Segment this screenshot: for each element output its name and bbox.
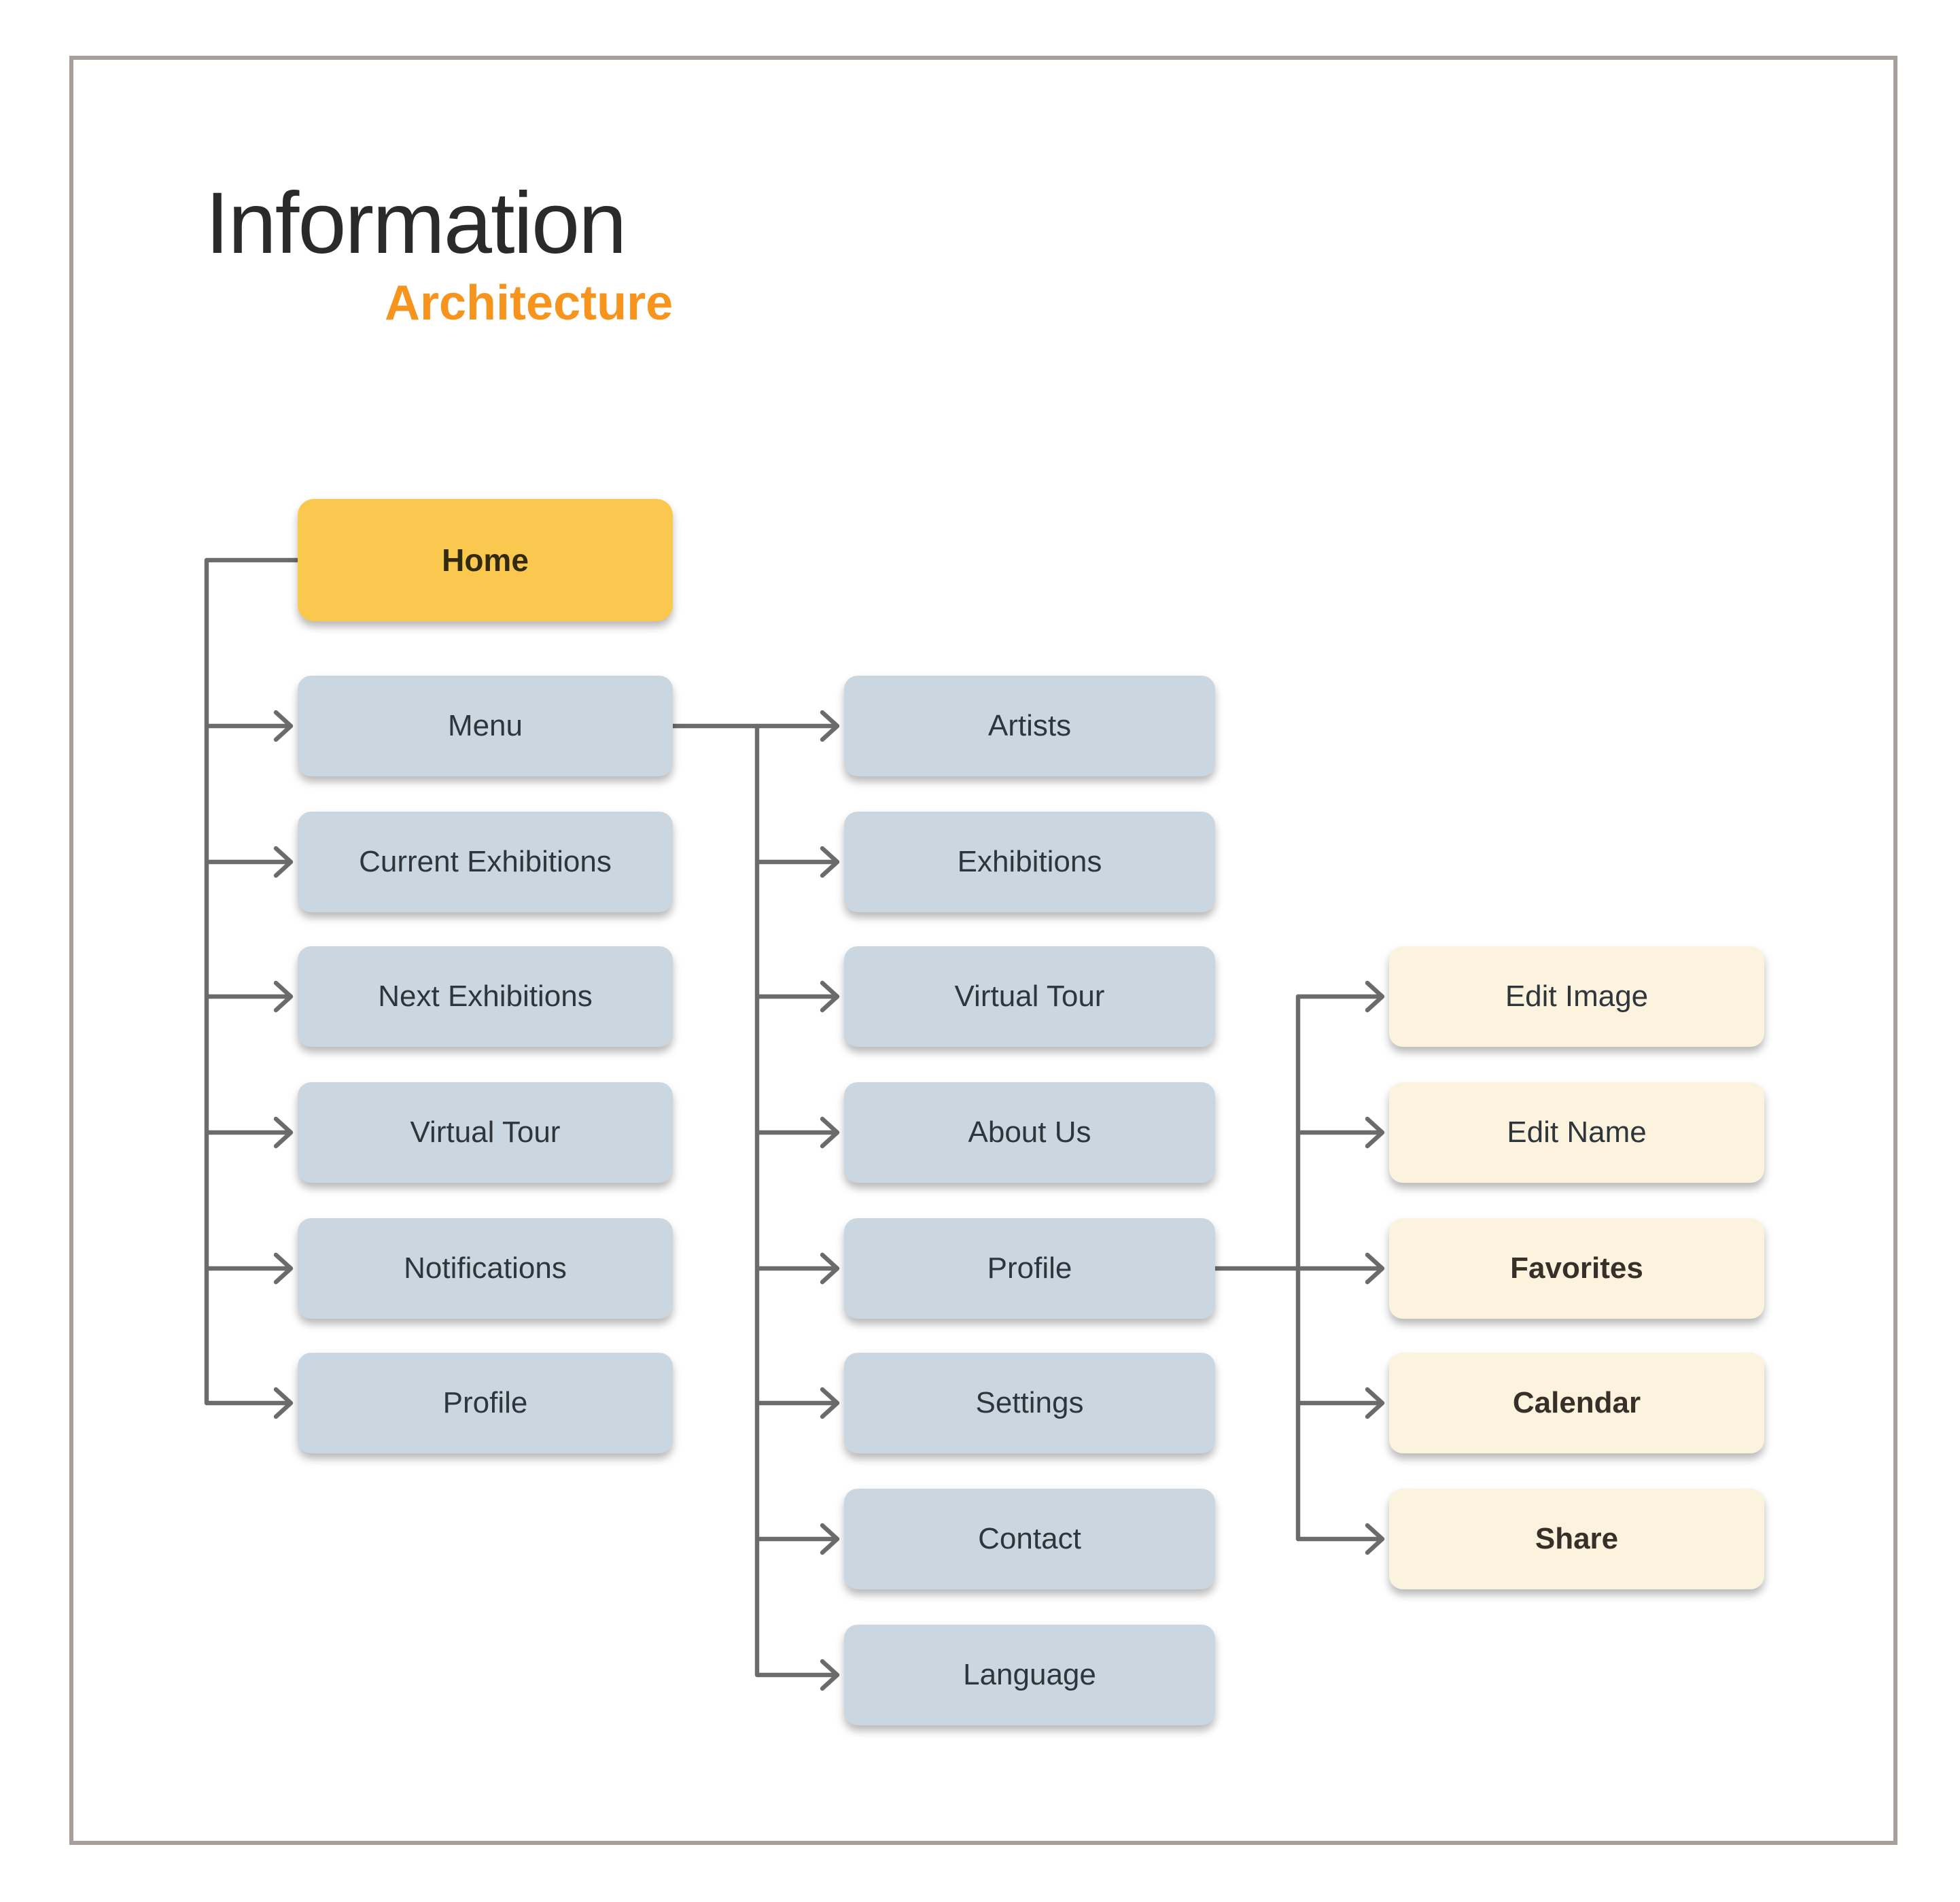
arrowhead-icon bbox=[820, 1659, 840, 1691]
node-label: Edit Image bbox=[1505, 979, 1649, 1013]
node-edit-image: Edit Image bbox=[1389, 946, 1764, 1047]
node-label: Exhibitions bbox=[957, 844, 1102, 878]
arrowhead-icon bbox=[1365, 1387, 1385, 1419]
node-share: Share bbox=[1389, 1489, 1764, 1589]
node-label: Menu bbox=[447, 708, 523, 742]
node-label: Calendar bbox=[1512, 1385, 1641, 1419]
node-label: Settings bbox=[975, 1385, 1084, 1419]
page-title: Information bbox=[205, 174, 627, 272]
node-edit-name: Edit Name bbox=[1389, 1082, 1764, 1183]
arrowhead-icon bbox=[820, 710, 840, 742]
arrowhead-icon bbox=[1365, 1252, 1385, 1285]
node-label: Contact bbox=[978, 1521, 1081, 1555]
node-label: Virtual Tour bbox=[410, 1115, 561, 1149]
node-label: Profile bbox=[442, 1385, 528, 1419]
node-current-exhibitions: Current Exhibitions bbox=[298, 812, 673, 912]
node-contact: Contact bbox=[844, 1489, 1215, 1589]
node-label: Next Exhibitions bbox=[378, 979, 593, 1013]
node-label: About Us bbox=[968, 1115, 1091, 1149]
node-label: Artists bbox=[987, 708, 1072, 742]
arrowhead-icon bbox=[1365, 980, 1385, 1013]
node-label: Home bbox=[442, 542, 529, 577]
node-label: Current Exhibitions bbox=[359, 844, 612, 878]
outer-border bbox=[69, 56, 1897, 1845]
edges-profile-to-level3 bbox=[1212, 980, 1385, 1555]
edges-home-to-level1 bbox=[204, 557, 300, 1419]
arrowhead-icon bbox=[1365, 1116, 1385, 1149]
node-menu: Menu bbox=[298, 676, 673, 776]
node-notifications: Notifications bbox=[298, 1218, 673, 1319]
arrowhead-icon bbox=[820, 1523, 840, 1555]
arrowhead-icon bbox=[820, 1252, 840, 1285]
arrowhead-icon bbox=[820, 1116, 840, 1149]
edges-menu-to-level2 bbox=[670, 710, 840, 1691]
node-label: Share bbox=[1535, 1521, 1619, 1555]
node-profile-level1: Profile bbox=[298, 1353, 673, 1453]
arrowhead-icon bbox=[273, 1116, 294, 1149]
arrowhead-icon bbox=[1365, 1523, 1385, 1555]
arrowhead-icon bbox=[273, 1252, 294, 1285]
arrowhead-icon bbox=[273, 1387, 294, 1419]
node-settings: Settings bbox=[844, 1353, 1215, 1453]
node-next-exhibitions: Next Exhibitions bbox=[298, 946, 673, 1047]
node-language: Language bbox=[844, 1625, 1215, 1725]
page-subtitle: Architecture bbox=[385, 275, 673, 330]
node-exhibitions: Exhibitions bbox=[844, 812, 1215, 912]
node-virtual-tour-level2: Virtual Tour bbox=[844, 946, 1215, 1047]
node-label: Profile bbox=[987, 1251, 1072, 1285]
node-virtual-tour-level1: Virtual Tour bbox=[298, 1082, 673, 1183]
node-profile-level2: Profile bbox=[844, 1218, 1215, 1319]
arrowhead-icon bbox=[820, 980, 840, 1013]
arrowhead-icon bbox=[273, 980, 294, 1013]
node-home: Home bbox=[298, 499, 673, 621]
node-artists: Artists bbox=[844, 676, 1215, 776]
node-calendar: Calendar bbox=[1389, 1353, 1764, 1453]
arrowhead-icon bbox=[820, 1387, 840, 1419]
node-label: Edit Name bbox=[1507, 1115, 1647, 1149]
node-label: Language bbox=[963, 1657, 1096, 1691]
arrowhead-icon bbox=[820, 846, 840, 878]
node-favorites: Favorites bbox=[1389, 1218, 1764, 1319]
node-label: Virtual Tour bbox=[954, 979, 1105, 1013]
arrowhead-icon bbox=[273, 846, 294, 878]
arrowhead-icon bbox=[273, 710, 294, 742]
node-label: Notifications bbox=[404, 1251, 567, 1285]
node-about-us: About Us bbox=[844, 1082, 1215, 1183]
node-label: Favorites bbox=[1510, 1251, 1643, 1285]
